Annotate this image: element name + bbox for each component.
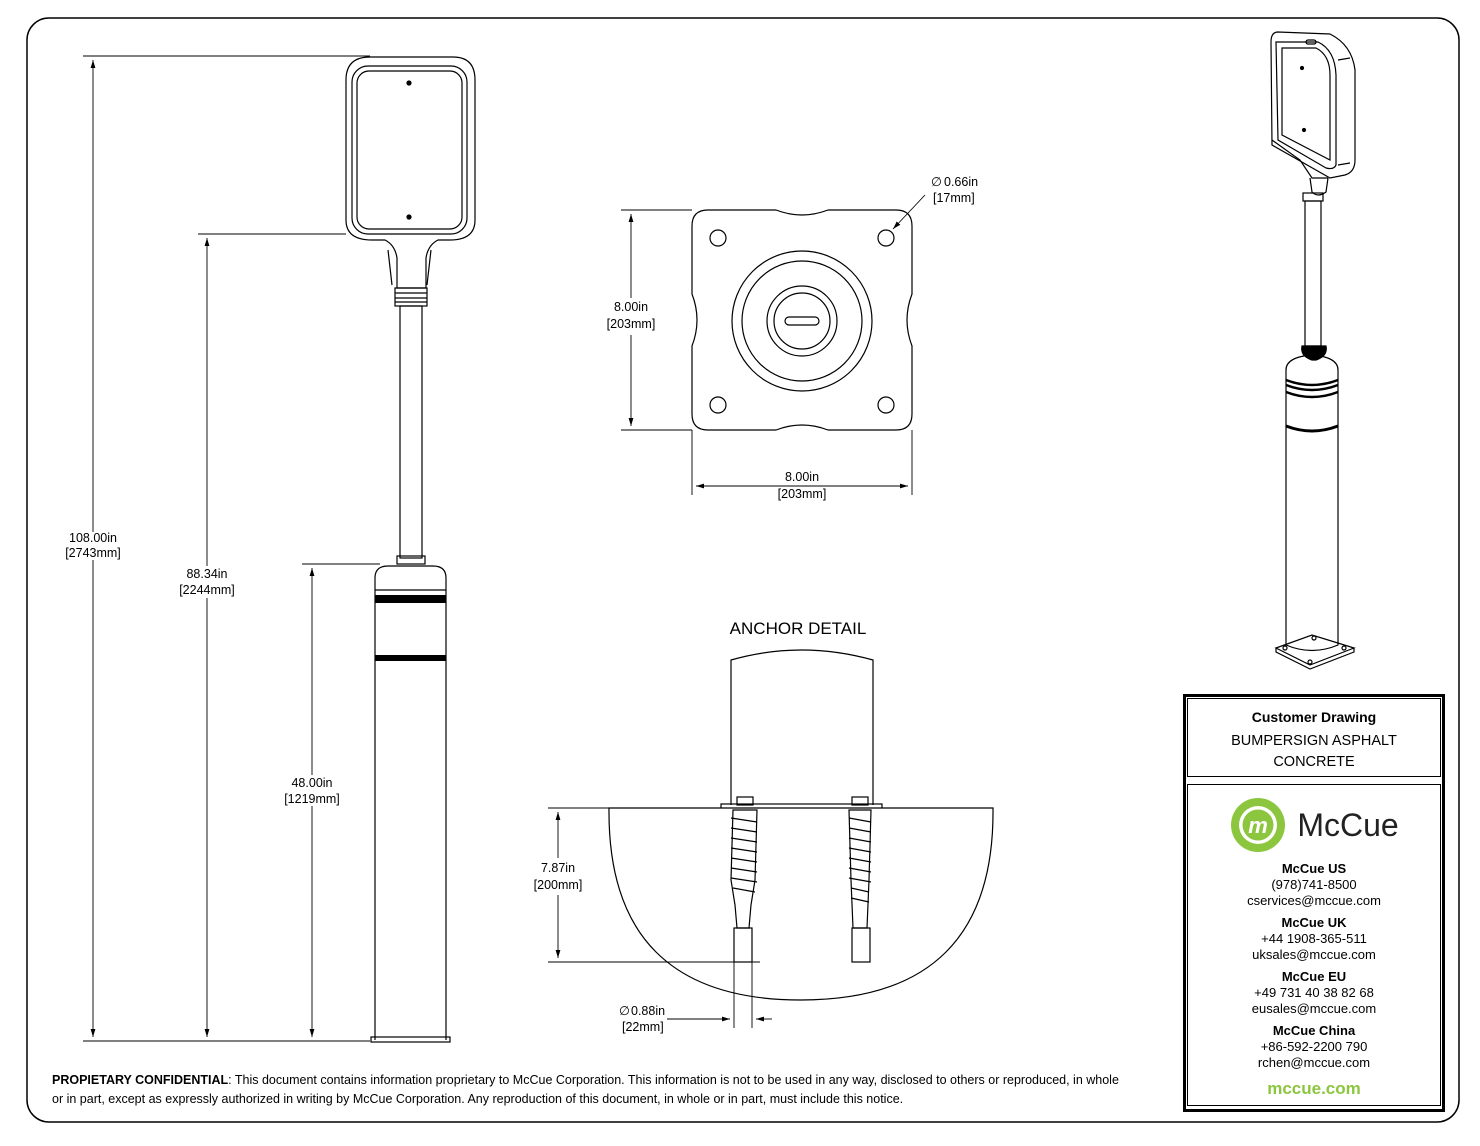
office-china: McCue China +86-592-2200 790 rchen@mccue… <box>1188 1023 1440 1071</box>
base-width-in: 8.00in <box>785 470 819 484</box>
office-uk: McCue UK +44 1908-365-511 uksales@mccue.… <box>1188 915 1440 963</box>
base-plate-top-view <box>691 209 913 431</box>
office-phone: (978)741-8500 <box>1271 877 1357 892</box>
isometric-view <box>1270 31 1356 670</box>
office-name: McCue UK <box>1281 915 1347 930</box>
diameter-symbol: ∅ <box>931 175 942 189</box>
overall-height-in: 108.00in <box>69 531 117 545</box>
office-email[interactable]: uksales@mccue.com <box>1252 947 1376 962</box>
office-phone: +49 731 40 38 82 68 <box>1254 985 1374 1000</box>
base-dimension-lines <box>621 194 926 495</box>
logo-wordmark: McCue <box>1297 806 1399 843</box>
front-dimension-lines <box>83 55 380 1042</box>
logo-mark: m <box>1249 813 1269 838</box>
office-email[interactable]: rchen@mccue.com <box>1257 1055 1371 1070</box>
drawing-type: Customer Drawing <box>1251 709 1377 725</box>
base-height-in: 8.00in <box>614 300 648 314</box>
mccue-logo: m McCue <box>1188 795 1440 855</box>
logo-icon: m <box>1231 798 1286 852</box>
hole-diameter-in: 0.66in <box>944 175 978 189</box>
office-us: McCue US (978)741-8500 cservices@mccue.c… <box>1188 861 1440 909</box>
hole-diameter-mm: [17mm] <box>933 191 975 205</box>
office-eu: McCue EU +49 731 40 38 82 68 eusales@mcc… <box>1188 969 1440 1017</box>
office-name: McCue China <box>1272 1023 1356 1038</box>
title-block-border <box>1183 694 1445 1112</box>
sheet-border <box>26 17 1460 1123</box>
diameter-symbol: ∅ <box>619 1004 630 1018</box>
base-width-mm: [203mm] <box>778 487 827 501</box>
anchor-detail-title: ANCHOR DETAIL <box>730 619 867 638</box>
base-height-mm: [203mm] <box>607 317 656 331</box>
notice-text: : This document contains information pro… <box>52 1073 1119 1106</box>
anchor-detail <box>608 649 994 1001</box>
title-block-header: Customer Drawing BUMPERSIGN ASPHALT CONC… <box>1187 698 1441 777</box>
office-email[interactable]: cservices@mccue.com <box>1247 893 1381 908</box>
office-email[interactable]: eusales@mccue.com <box>1251 1001 1377 1016</box>
anchor-dimension-lines <box>548 807 772 1028</box>
anchor-depth-mm: [200mm] <box>534 878 583 892</box>
front-elevation <box>345 56 476 1043</box>
company-info: m McCue McCue US (978)741-8500 cservices… <box>1187 784 1441 1106</box>
office-phone: +86-592-2200 790 <box>1260 1039 1368 1054</box>
drawing-description: BUMPERSIGN ASPHALT CONCRETE <box>1231 733 1397 770</box>
overall-height-mm: [2743mm] <box>65 546 121 560</box>
sign-height-in: 88.34in <box>186 567 227 581</box>
anchor-diameter-mm: [22mm] <box>622 1020 664 1034</box>
website-link[interactable]: mccue.com <box>1267 1079 1361 1098</box>
anchor-depth-in: 7.87in <box>541 861 575 875</box>
office-name: McCue US <box>1281 861 1347 876</box>
office-phone: +44 1908-365-511 <box>1261 931 1367 946</box>
confidential-notice: PROPIETARY CONFIDENTIAL: This document c… <box>52 1071 1132 1109</box>
bollard-height-mm: [1219mm] <box>284 792 340 806</box>
front-dimension-labels: 108.00in [2743mm] 88.34in [2244mm] 48.00… <box>65 531 340 806</box>
anchor-dimension-labels: 7.87in [200mm] ∅ 0.88in [22mm] <box>534 861 665 1034</box>
notice-label: PROPIETARY CONFIDENTIAL <box>52 1073 229 1087</box>
bollard-height-in: 48.00in <box>291 776 332 790</box>
office-name: McCue EU <box>1281 969 1347 984</box>
anchor-diameter-in: 0.88in <box>631 1004 665 1018</box>
title-block: Customer Drawing BUMPERSIGN ASPHALT CONC… <box>1183 694 1445 1112</box>
base-dimension-labels: 8.00in [203mm] 8.00in [203mm] ∅ 0.66in [… <box>607 175 978 501</box>
sign-height-mm: [2244mm] <box>179 583 235 597</box>
